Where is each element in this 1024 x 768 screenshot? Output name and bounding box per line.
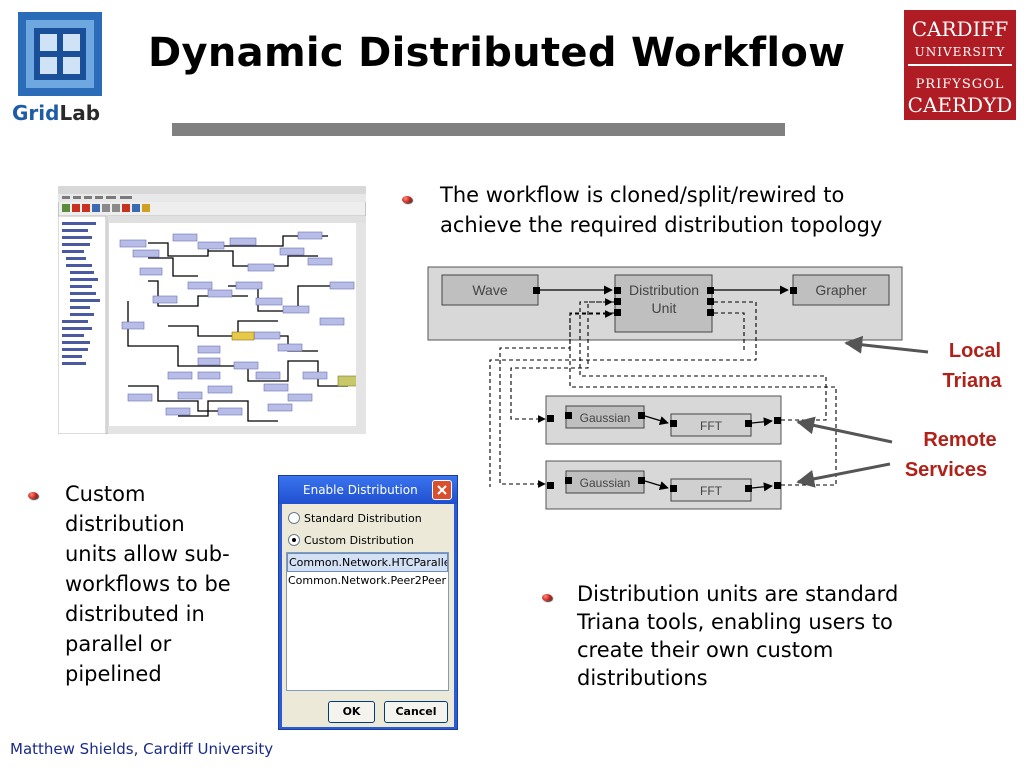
bullet-icon (542, 594, 552, 601)
enable-distribution-dialog: Enable Distribution Standard Distributio… (278, 475, 458, 730)
dialog-titlebar[interactable]: Enable Distribution (279, 476, 457, 504)
title-underline (172, 123, 785, 136)
cardiff-university-logo: CARDIFF UNIVERSITY PRIFYSGOL CAERDYD (904, 10, 1016, 120)
gridlab-text-2: Lab (59, 101, 100, 125)
wave-label: Wave (472, 282, 507, 298)
gaussian-label-1: Gaussian (580, 411, 631, 425)
bullet-icon (402, 196, 412, 203)
close-icon (437, 485, 447, 495)
local-triana-label-1: Local (949, 340, 1001, 362)
dialog-body: Standard Distribution Custom Distributio… (282, 504, 454, 727)
close-button[interactable] (432, 480, 452, 500)
dialog-title: Enable Distribution (303, 483, 418, 497)
ok-button[interactable]: OK (328, 701, 375, 723)
svg-text:GridLab: GridLab (12, 101, 100, 125)
bullet-workflow-cloned: The workflow is cloned/split/rewired to … (440, 183, 883, 237)
cardiff-line-4: CAERDYD (908, 93, 1013, 117)
triana-workflow-screenshot (58, 186, 366, 434)
radio-unchecked-icon (288, 512, 300, 524)
list-item[interactable]: Common.Network.Peer2Peer (288, 574, 447, 587)
local-triana-label-2: Triana (943, 370, 1003, 392)
cardiff-line-2: UNIVERSITY (915, 45, 1006, 59)
footer-author: Matthew Shields, Cardiff University (10, 740, 274, 758)
list-item[interactable]: Common.Network.HTCParallel (287, 553, 448, 572)
fft-label-2: FFT (700, 484, 723, 498)
gaussian-label-2: Gaussian (580, 476, 631, 490)
cardiff-line-3: PRIFYSGOL (916, 77, 1005, 92)
distribution-topology-diagram: Wave Distribution Unit Grapher Gaussian … (427, 266, 1003, 510)
distribution-list[interactable]: Common.Network.HTCParallel Common.Networ… (286, 552, 449, 691)
remote-services-label-1: Remote (923, 429, 996, 451)
distribution-unit-label-2: Unit (652, 300, 677, 316)
fft-label-1: FFT (700, 419, 723, 433)
distribution-unit-label-1: Distribution (629, 282, 699, 298)
radio-standard-distribution[interactable]: Standard Distribution (288, 512, 422, 525)
wave-unit (441, 274, 539, 306)
distribution-unit (614, 274, 713, 333)
remote-services-label-2: Services (905, 459, 987, 481)
grapher-label: Grapher (815, 282, 867, 298)
bullet-custom-units: Custom distribution units allow sub- wor… (65, 482, 231, 686)
gridlab-text-1: Grid (12, 101, 59, 125)
cancel-button[interactable]: Cancel (384, 701, 448, 723)
gridlab-logo: GridLab (12, 12, 102, 125)
radio-custom-distribution[interactable]: Custom Distribution (288, 534, 414, 547)
slide-title: Dynamic Distributed Workflow (148, 30, 846, 76)
radio-checked-icon (288, 534, 300, 546)
cardiff-line-1: CARDIFF (912, 17, 1009, 41)
bullet-icon (28, 492, 38, 499)
bullet-standard-tools: Distribution units are standard Triana t… (577, 582, 899, 690)
